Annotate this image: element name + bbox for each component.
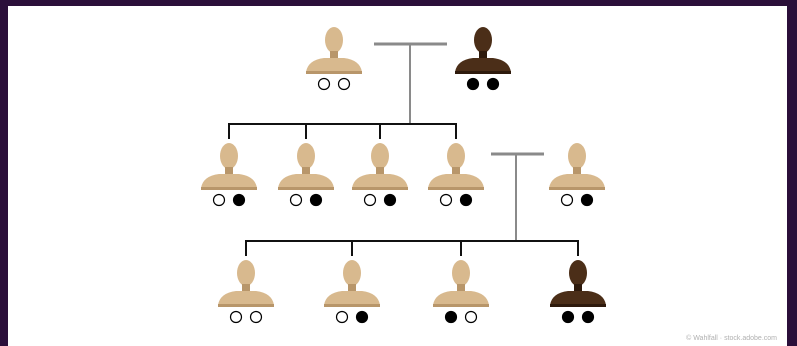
g2-d-allele-2-filled-circle [459, 193, 473, 207]
g2-spouse-allele-1-open-circle [560, 193, 574, 207]
figure-g2-a-shoulders [201, 174, 257, 188]
g3-b-allele-1-open-circle [335, 310, 349, 324]
figure-g2-a [201, 143, 257, 190]
figure-g3-b-base [324, 304, 380, 307]
figure-g3-d-shoulders [550, 291, 606, 305]
figure-g2-c-neck [376, 167, 384, 175]
figure-g2-c-head [371, 143, 389, 169]
figure-g2-a-neck [225, 167, 233, 175]
figure-g2-d-neck [452, 167, 460, 175]
g3-a-allele-2-open-circle [249, 310, 263, 324]
g2-d-allele-1-open-circle [439, 193, 453, 207]
figure-g1-b [455, 27, 511, 74]
g2-c-allele-1-open-circle [363, 193, 377, 207]
g3-a-allele-1-open-circle [229, 310, 243, 324]
figure-g2-b-shoulders [278, 174, 334, 188]
figure-g1-b-shoulders [455, 58, 511, 72]
g3-d-allele-1-filled-circle [561, 310, 575, 324]
figure-g3-b-neck [348, 284, 356, 292]
g1-b-allele-2-filled-circle [486, 77, 500, 91]
figure-g2-d-head [447, 143, 465, 169]
figure-g2-d-base [428, 187, 484, 190]
figure-g2-b-base [278, 187, 334, 190]
figure-g3-a-base [218, 304, 274, 307]
figure-g2-b-head [297, 143, 315, 169]
g1-b-allele-1-filled-circle [466, 77, 480, 91]
figure-g3-a [218, 260, 274, 307]
figure-g3-c-neck [457, 284, 465, 292]
g2-spouse-allele-2-filled-circle [580, 193, 594, 207]
figure-g3-b-shoulders [324, 291, 380, 305]
figure-g3-d [550, 260, 606, 307]
g1-a-allele-1-open-circle [317, 77, 331, 91]
figure-g3-b-head [343, 260, 361, 286]
figure-g3-b [324, 260, 380, 307]
figure-g2-c [352, 143, 408, 190]
figure-g1-a-head [325, 27, 343, 53]
g2-b-allele-1-open-circle [289, 193, 303, 207]
figure-g2-c-shoulders [352, 174, 408, 188]
figure-g1-a-neck [330, 51, 338, 59]
figure-g2-spouse-head [568, 143, 586, 169]
figure-g3-a-shoulders [218, 291, 274, 305]
figure-g2-spouse [549, 143, 605, 190]
g1-a-allele-2-open-circle [337, 77, 351, 91]
figure-g2-a-base [201, 187, 257, 190]
figure-g3-c-shoulders [433, 291, 489, 305]
g3-c-allele-2-open-circle [464, 310, 478, 324]
figure-g2-b [278, 143, 334, 190]
g2-a-allele-1-open-circle [212, 193, 226, 207]
watermark: © Wahlfall · stock.adobe.com [686, 335, 777, 342]
figure-g2-spouse-shoulders [549, 174, 605, 188]
g3-c-allele-1-filled-circle [444, 310, 458, 324]
figure-g1-b-neck [479, 51, 487, 59]
figure-g2-spouse-base [549, 187, 605, 190]
figure-g3-d-base [550, 304, 606, 307]
figure-g2-b-neck [302, 167, 310, 175]
g2-c-allele-2-filled-circle [383, 193, 397, 207]
figure-g1-a-base [306, 71, 362, 74]
figure-g3-d-head [569, 260, 587, 286]
figure-g2-c-base [352, 187, 408, 190]
figure-g1-a-shoulders [306, 58, 362, 72]
figure-g3-c [433, 260, 489, 307]
figure-g1-b-head [474, 27, 492, 53]
g3-b-allele-2-filled-circle [355, 310, 369, 324]
pedigree-tree [201, 27, 606, 324]
figure-g2-spouse-neck [573, 167, 581, 175]
figure-g1-a [306, 27, 362, 74]
pedigree-diagram: © Wahlfall · stock.adobe.com [8, 6, 787, 346]
g2-a-allele-2-filled-circle [232, 193, 246, 207]
figure-g3-a-head [237, 260, 255, 286]
figure-g3-d-neck [574, 284, 582, 292]
figure-g3-c-head [452, 260, 470, 286]
figure-g3-a-neck [242, 284, 250, 292]
figure-g1-b-base [455, 71, 511, 74]
figure-g2-d [428, 143, 484, 190]
figure-g2-a-head [220, 143, 238, 169]
figure-g2-d-shoulders [428, 174, 484, 188]
g2-b-allele-2-filled-circle [309, 193, 323, 207]
g3-d-allele-2-filled-circle [581, 310, 595, 324]
figure-g3-c-base [433, 304, 489, 307]
